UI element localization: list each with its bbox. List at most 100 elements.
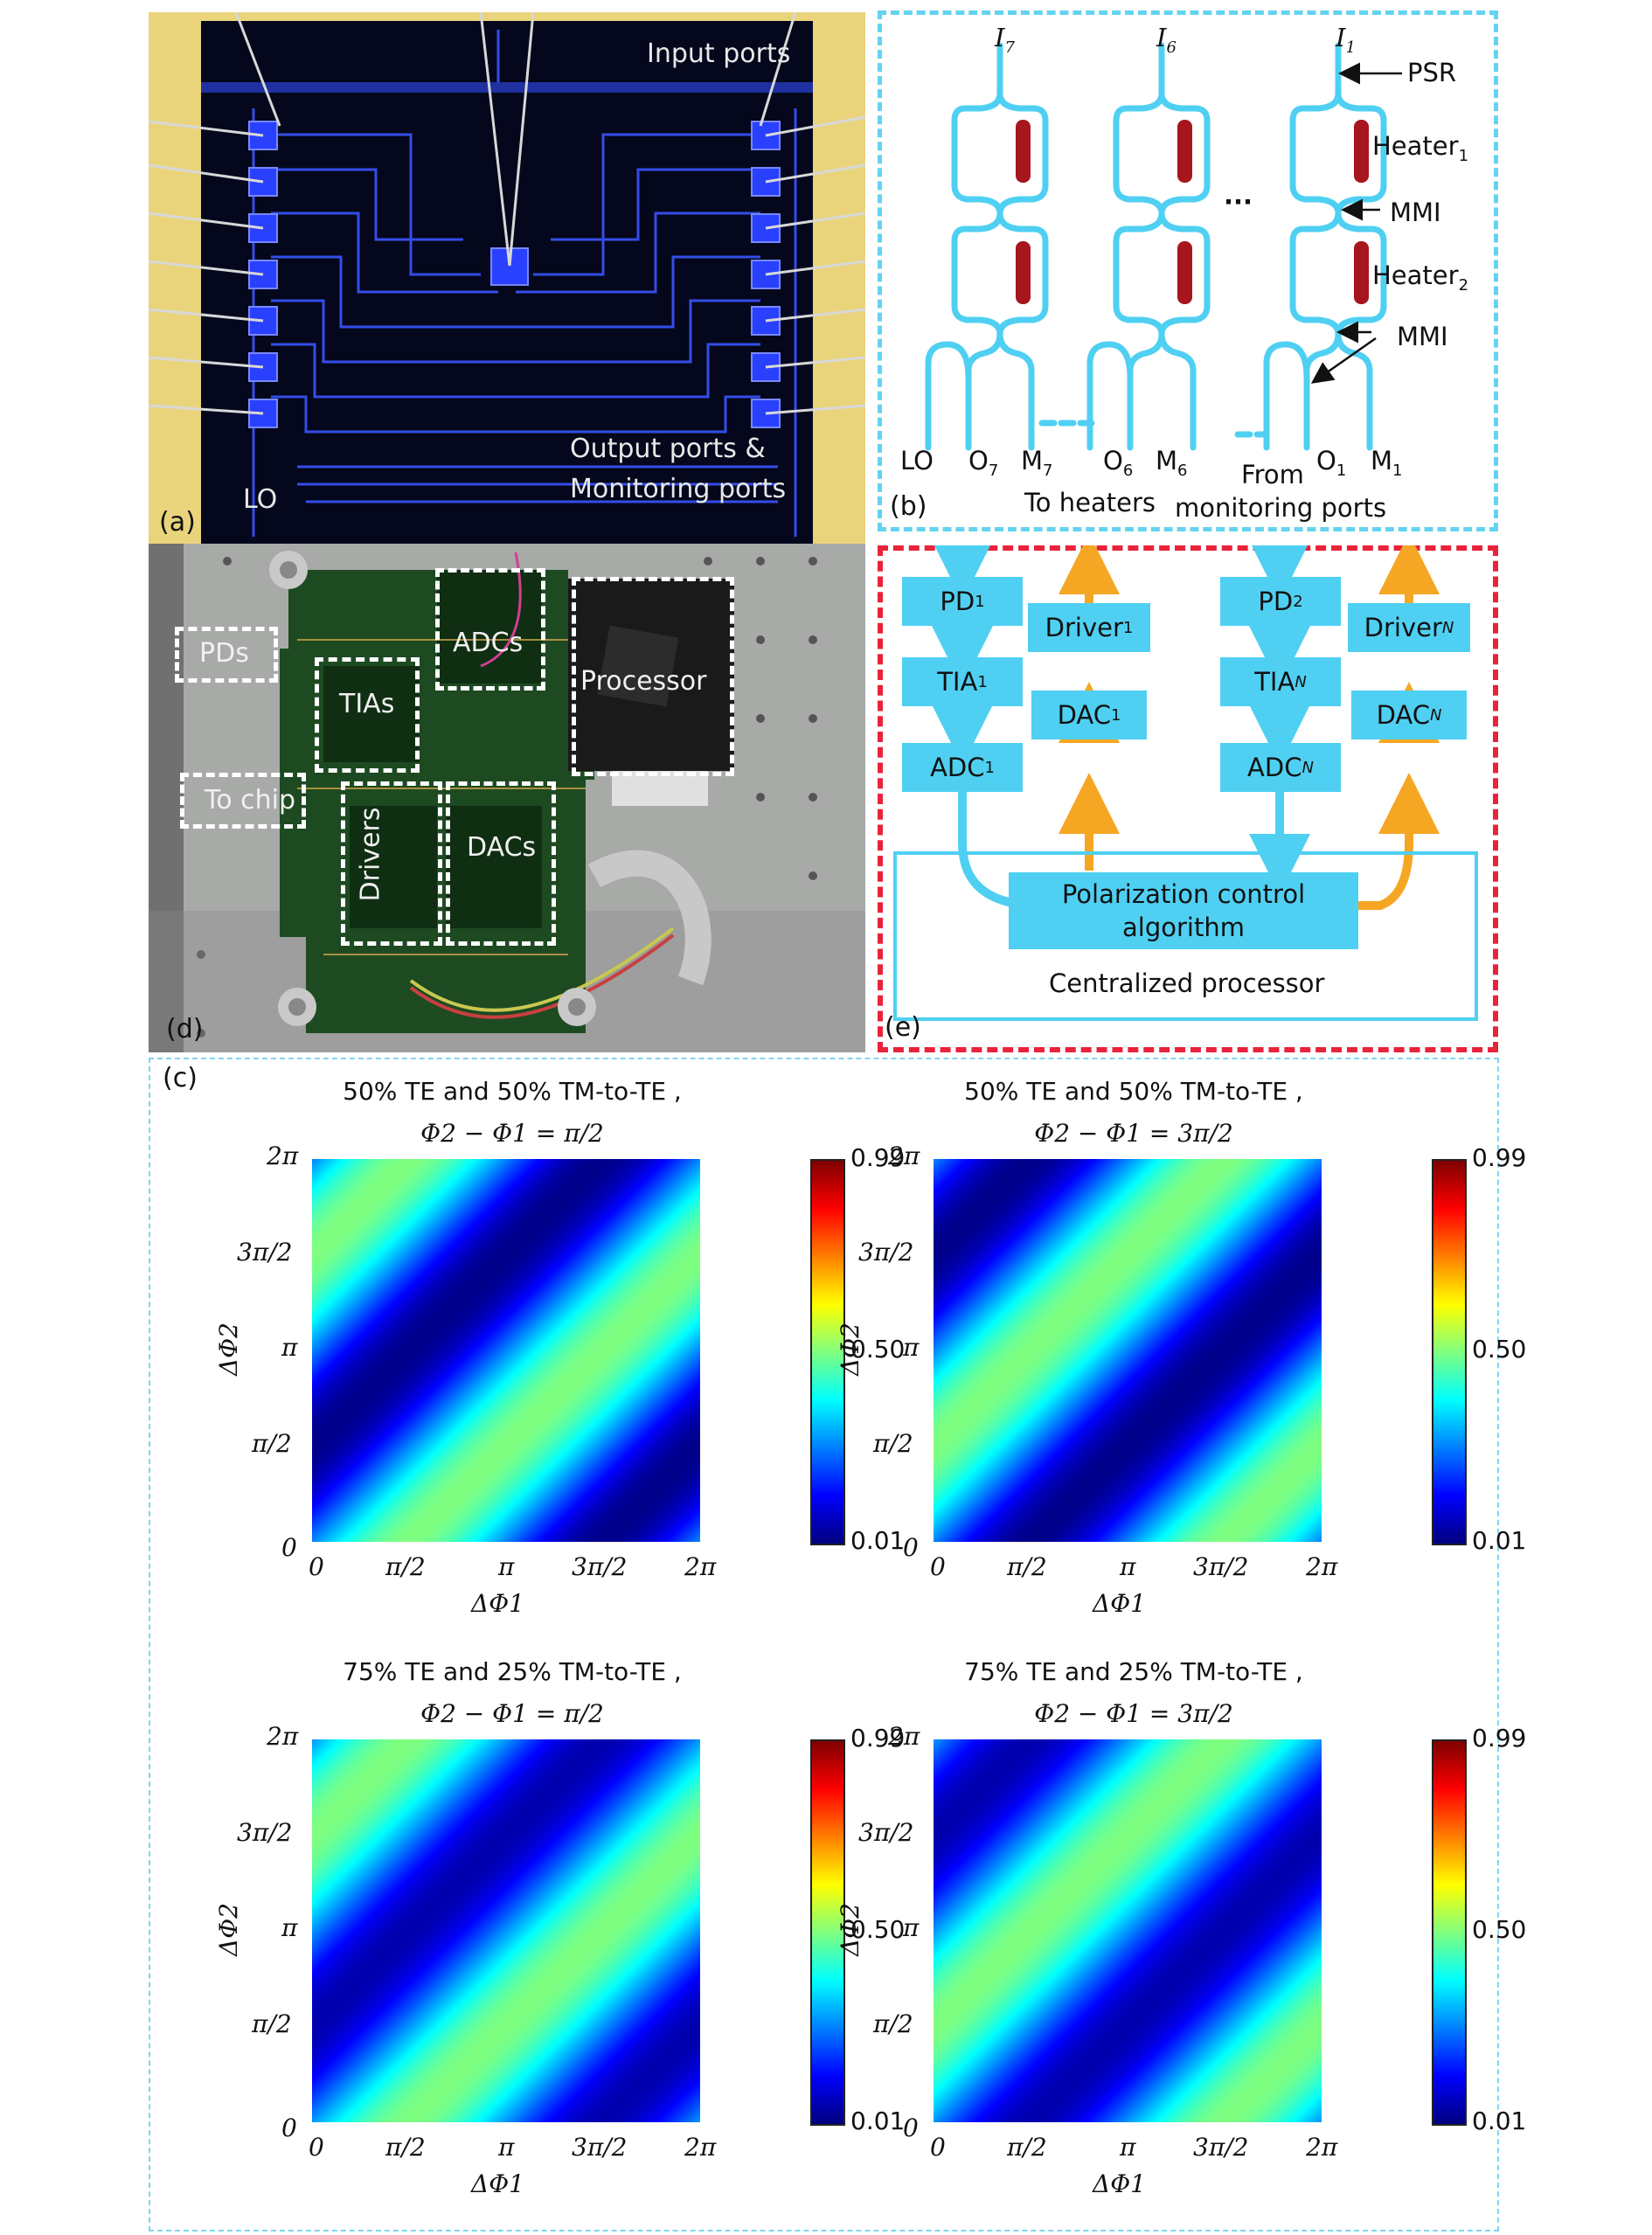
- input-i7-label: I7: [995, 23, 1015, 57]
- x-tick-label: π/2: [385, 2133, 426, 2162]
- x-tick-label: 3π/2: [1193, 2133, 1249, 2162]
- y-tick-label: π/2: [873, 1428, 913, 1458]
- heatmap-title-line1: 50% TE and 50% TM-to-TE ,: [964, 1077, 1303, 1106]
- colorbar: [1432, 1159, 1467, 1545]
- x-tick-label: π/2: [1007, 2133, 1047, 2162]
- panel-e-frame: [878, 545, 1498, 1052]
- o6-label: O6: [1103, 446, 1134, 480]
- input-i6-label: I6: [1156, 23, 1177, 57]
- colorbar-label-min: 0.01: [1472, 2107, 1527, 2135]
- y-axis-label: ΔΦ2: [836, 1322, 864, 1376]
- monitoring-ports-label-b: monitoring ports: [1175, 493, 1387, 523]
- drivers-box: [341, 781, 442, 946]
- colorbar: [1432, 1739, 1467, 2126]
- o1-label: O1: [1316, 446, 1347, 480]
- panel-label-d: (d): [166, 1014, 204, 1045]
- x-axis-label: ΔΦ1: [471, 1589, 524, 1618]
- input-ports-label: Input ports: [647, 38, 791, 69]
- y-tick-label: 3π/2: [237, 1817, 293, 1847]
- drivers-label: Drivers: [355, 807, 386, 902]
- heatmap-title-line2: Φ2 − Φ1 = π/2: [420, 1699, 604, 1728]
- to-chip-box: [180, 773, 306, 829]
- x-tick-label: π: [498, 1552, 515, 1581]
- lo-label-chip: LO: [243, 484, 278, 515]
- y-axis-label: ΔΦ2: [214, 1903, 243, 1956]
- heatmap-title-line2: Φ2 − Φ1 = π/2: [420, 1119, 604, 1148]
- x-tick-label: π: [498, 2133, 515, 2162]
- y-tick-label: π/2: [252, 1428, 292, 1458]
- panel-d-board-photo: PDs TIAs ADCs Processor To chip Drivers …: [149, 544, 865, 1052]
- y-tick-label: 2π: [888, 1142, 920, 1170]
- panel-b-waveguide-diagram: [925, 42, 1402, 451]
- y-tick-label: 2π: [888, 1722, 920, 1751]
- colorbar: [810, 1739, 845, 2126]
- x-tick-label: 0: [309, 2133, 324, 2162]
- x-tick-label: 2π: [684, 1552, 717, 1581]
- x-tick-label: 3π/2: [1193, 1552, 1249, 1581]
- chip-photo-graphic: [149, 12, 865, 547]
- y-tick-label: 3π/2: [858, 1237, 914, 1267]
- dacs-label: DACs: [467, 832, 537, 863]
- algorithm-line2: algorithm: [1122, 913, 1245, 942]
- from-label: From: [1241, 460, 1304, 489]
- colorbar-label-max: 0.99: [1472, 1143, 1527, 1172]
- x-tick-label: 2π: [1306, 1552, 1338, 1581]
- m6-label: M6: [1156, 446, 1188, 480]
- heatmap-title-line2: Φ2 − Φ1 = 3π/2: [1034, 1699, 1233, 1728]
- x-tick-label: π/2: [1007, 1552, 1047, 1581]
- heatmap-canvas: [312, 1159, 700, 1542]
- board-photo-graphic: [149, 544, 865, 1052]
- mmi-label-2: MMI: [1397, 322, 1448, 351]
- m7-label: M7: [1021, 446, 1053, 480]
- to-heaters-label: To heaters: [1024, 488, 1156, 517]
- heatmap-canvas: [934, 1739, 1322, 2122]
- heater2-label: Heater2: [1372, 260, 1469, 295]
- psr-label: PSR: [1407, 58, 1457, 87]
- y-tick-label: π: [903, 1913, 920, 1942]
- y-tick-label: 0: [281, 1533, 297, 1562]
- heatmap-title-line1: 75% TE and 25% TM-to-TE ,: [343, 1657, 682, 1686]
- heatmap-title-line2: Φ2 − Φ1 = 3π/2: [1034, 1119, 1233, 1148]
- y-tick-label: 0: [903, 1533, 919, 1562]
- panel-label-a: (a): [159, 507, 196, 538]
- y-tick-label: 2π: [267, 1142, 299, 1170]
- ellipsis-label: ···: [1224, 187, 1253, 217]
- y-axis-label: ΔΦ2: [836, 1903, 864, 1956]
- heatmap-title-line1: 75% TE and 25% TM-to-TE ,: [964, 1657, 1303, 1686]
- y-tick-label: π: [281, 1913, 298, 1942]
- panel-c-frame: [149, 1058, 1499, 2232]
- heatmap-title-line1: 50% TE and 50% TM-to-TE ,: [343, 1077, 682, 1106]
- output-ports-label: Output ports &: [570, 434, 766, 464]
- adcs-label: ADCs: [453, 628, 524, 658]
- x-tick-label: 3π/2: [572, 2133, 628, 2162]
- lo-label: LO: [900, 446, 934, 475]
- x-tick-label: 0: [930, 1552, 946, 1581]
- y-axis-label: ΔΦ2: [214, 1322, 243, 1376]
- dacs-box: [446, 781, 556, 946]
- y-tick-label: π: [903, 1333, 920, 1362]
- panel-a-chip-photo: Input ports Output ports & Monitoring po…: [149, 12, 865, 547]
- adcs-box: [435, 568, 545, 691]
- centralized-processor-label: Centralized processor: [1049, 968, 1325, 998]
- algorithm-block: Polarization control algorithm: [1009, 872, 1358, 949]
- colorbar-label-max: 0.99: [850, 1724, 906, 1753]
- colorbar-label-mid: 0.50: [850, 1335, 906, 1364]
- x-tick-label: π/2: [385, 1552, 426, 1581]
- o7-label: O7: [968, 446, 999, 480]
- colorbar-label-min: 0.01: [850, 1526, 906, 1555]
- x-tick-label: 2π: [1306, 2133, 1338, 2162]
- colorbar-label-max: 0.99: [1472, 1724, 1527, 1753]
- y-tick-label: π/2: [252, 2009, 292, 2038]
- heatmap-canvas: [934, 1159, 1322, 1542]
- tias-box: [315, 657, 420, 773]
- y-tick-label: 3π/2: [858, 1817, 914, 1847]
- to-chip-label: To chip: [205, 785, 296, 816]
- heater1-label: Heater1: [1372, 131, 1469, 165]
